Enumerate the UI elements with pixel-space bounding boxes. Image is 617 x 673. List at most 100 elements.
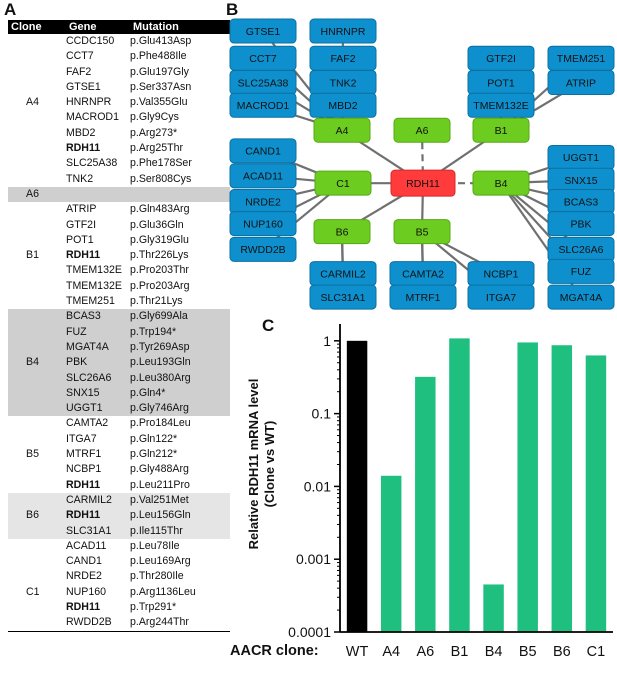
clone-node-c1-label: C1 [336, 178, 350, 190]
gene-cell: MACROD1 [66, 111, 119, 124]
gene-node-camta2: CAMTA2 [389, 261, 457, 287]
gene-node-nup160: NUP160 [229, 211, 297, 237]
clone-node-b1: B1 [472, 117, 530, 143]
clone-cell: A4 [26, 96, 39, 109]
gene-node-faf2: FAF2 [309, 45, 377, 71]
gene-node-gtse1-label: GTSE1 [246, 26, 281, 38]
mutation-cell: p.Trp194* [130, 324, 230, 340]
gene-node-pbk-label: PBK [570, 218, 591, 230]
gene-cell: CAND1 [66, 555, 102, 568]
gene-node-mgat4a: MGAT4A [547, 284, 615, 310]
gene-node-itga7-box [467, 284, 535, 310]
gene-node-mgat4a-box [547, 284, 615, 310]
mutation-cell: p.Gln122* [130, 432, 178, 445]
gene-node-gtse1: GTSE1 [229, 18, 297, 44]
clone-node-a4-box [313, 117, 371, 143]
gene-node-slc26a6: SLC26A6 [547, 236, 615, 262]
gene-node-tmem132e-label: TMEM132E [473, 100, 528, 112]
clone-node-b4-label: B4 [495, 178, 508, 190]
clone-cell [8, 141, 66, 156]
y-axis-label: Relative RDH11 mRNA level (Clone vs WT) [246, 379, 277, 550]
clone-cell [8, 309, 66, 325]
gene-cell: TMEM132E [66, 279, 122, 292]
mutation-cell: p.Gly9Cys [130, 111, 179, 124]
gene-node-macrod1-label: MACROD1 [237, 100, 290, 112]
gene-node-slc25a38: SLC25A38 [229, 69, 297, 95]
panel-letter-c: C [262, 316, 275, 335]
mutation-cell [130, 186, 230, 203]
gene-cell: UGGT1 [66, 401, 130, 417]
gene-node-mbd2: MBD2 [309, 92, 377, 118]
gene-node-snx15-label: SNX15 [564, 175, 597, 187]
clone-node-c1-box [314, 170, 372, 196]
clone-cell [8, 279, 66, 294]
gene-cell: GTF2I [66, 218, 97, 231]
center-node-rdh11-label: RDH11 [406, 178, 440, 190]
mutation-cell: p.Gly699Ala [130, 309, 230, 325]
gene-node-nup160-box [229, 211, 297, 237]
clone-cell [8, 172, 66, 187]
clone-cell [8, 432, 66, 447]
gene-cell: SLC25A38 [66, 157, 118, 170]
mutation-cell: p.Tyr269Asp [130, 339, 230, 356]
mutation-cell: p.Val355Glu [130, 96, 188, 109]
x-tick-label: B4 [485, 644, 503, 660]
gene-node-gtf2i: GTF2I [467, 45, 535, 71]
clone-node-a6-box [393, 117, 451, 143]
center-node-rdh11-box [390, 169, 456, 197]
gene-node-ncbp1-label: NCBP1 [483, 268, 518, 280]
gene-node-pbk: PBK [547, 211, 615, 237]
table-header-row: Clone Gene Mutation [8, 20, 230, 34]
x-tick-label: A6 [416, 644, 434, 660]
mutation-cell: p.Phe178Ser [130, 157, 192, 170]
clone-node-b1-box [472, 117, 530, 143]
clone-node-a4: A4 [313, 117, 371, 143]
y-tick-label: 0.0001 [288, 624, 331, 640]
gene-node-cand1-label: CAND1 [245, 146, 281, 158]
clone-cell [8, 370, 66, 386]
gene-node-atrip-label: ATRIP [566, 77, 596, 89]
gene-cell: SLC26A6 [66, 370, 130, 386]
gene-cell: NCBP1 [66, 463, 102, 476]
clone-cell [8, 80, 66, 95]
mutation-cell: p.Ser808Cys [130, 172, 192, 185]
gene-node-nup160-label: NUP160 [243, 218, 283, 230]
y-tick-label: 0.001 [296, 551, 331, 567]
gene-cell: CCT7 [66, 50, 94, 63]
mutation-cell: p.Arg25Thr [130, 142, 183, 155]
mutation-cell: p.Glu197Gly [130, 65, 189, 78]
gene-cell: RWDD2B [66, 615, 130, 632]
mutation-cell: p.Gly488Arg [130, 463, 189, 476]
center-node-rdh11: RDH11 [390, 169, 456, 197]
mutation-cell: p.Gly746Arg [130, 401, 230, 417]
bar-b5 [517, 342, 538, 632]
mutation-cell: p.Leu380Arg [130, 370, 230, 386]
gene-cell: BCAS3 [66, 309, 130, 325]
bar-b6 [551, 345, 573, 632]
gene-node-itga7: ITGA7 [467, 284, 535, 310]
mutation-cell: p.Gln212* [130, 448, 178, 461]
gene-cell: ATRIP [66, 203, 97, 216]
clone-cell: B4 [8, 355, 66, 371]
table-row: NCBP1 p.Gly488Arg [8, 462, 230, 477]
gene-cell: POT1 [66, 233, 94, 246]
x-tick-label: B5 [519, 644, 537, 660]
gene-node-uggt1-label: UGGT1 [563, 152, 599, 164]
clone-cell [8, 569, 66, 584]
